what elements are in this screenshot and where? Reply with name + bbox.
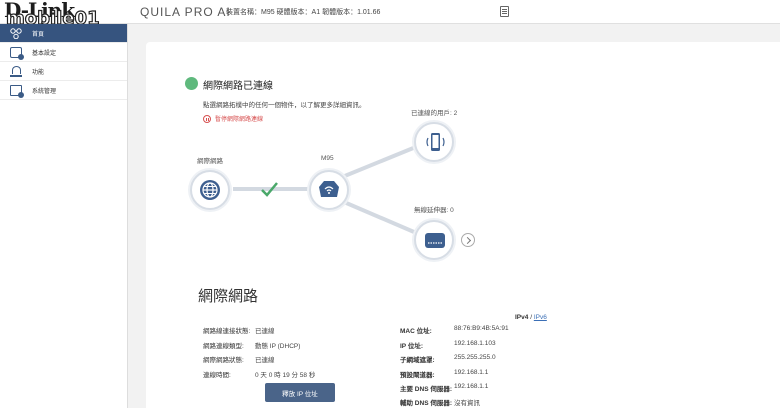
extenders-node-label: 無線延伸器: 0 — [414, 207, 454, 214]
kv-key: 網際網路狀態: — [203, 357, 244, 364]
top-header: D-Link mobile01 QUILA PRO AI 裝置名稱：M95 硬體… — [0, 0, 780, 30]
wireless-extender-node[interactable] — [414, 220, 454, 260]
version-separator: / — [530, 314, 532, 321]
system-management-icon — [10, 84, 24, 98]
sidebar-item-label: 功能 — [32, 69, 45, 76]
sidebar-item-features[interactable]: 功能 — [0, 62, 127, 81]
settings-icon — [10, 46, 24, 60]
status-subtitle: 點選網路拓樸中的任何一個物件，以了解更多詳細資訊。 — [203, 102, 366, 109]
phone-icon — [426, 133, 445, 151]
router-node-label: M95 — [321, 155, 334, 162]
sidebar-item-system-management[interactable]: 系統管理 — [0, 81, 127, 100]
pause-internet-link[interactable]: 暫停網際網路連線 — [203, 114, 263, 123]
extender-icon — [425, 233, 445, 248]
kv-value: 0 天 0 時 19 分 58 秒 — [255, 372, 316, 379]
kv-key: 預設閘道器: — [400, 372, 435, 379]
kv-key: 主要 DNS 伺服器: — [400, 386, 452, 393]
kv-value: 255.255.255.0 — [454, 354, 496, 361]
release-ip-button[interactable]: 釋放 IP 位址 — [265, 383, 335, 402]
router-node[interactable] — [309, 170, 349, 210]
ip-version-switch: IPv4 / IPv6 — [515, 314, 547, 321]
brand-name: QUILA PRO AI — [140, 5, 231, 19]
connected-check-icon — [261, 182, 278, 197]
tab-ipv4[interactable]: IPv4 — [515, 314, 529, 321]
sidebar: 首頁 基本設定 功能 系統管理 — [0, 24, 128, 408]
tab-ipv6[interactable]: IPv6 — [533, 314, 547, 321]
kv-value: 192.168.1.1 — [454, 369, 489, 376]
internet-node[interactable] — [190, 170, 230, 210]
connected-clients-node[interactable] — [414, 122, 454, 162]
kv-key: 輔助 DNS 伺服器: — [400, 400, 452, 407]
sidebar-item-label: 系統管理 — [32, 88, 57, 95]
kv-value: 動態 IP (DHCP) — [255, 343, 301, 350]
kv-key: IP 位址: — [400, 343, 423, 350]
internet-section-title: 網際網路 — [198, 288, 259, 305]
sidebar-item-label: 首頁 — [32, 31, 45, 38]
network-home-icon — [10, 27, 22, 39]
kv-value: 沒有資訊 — [454, 400, 480, 407]
kv-value: 已連線 — [255, 328, 275, 335]
globe-icon — [200, 180, 220, 200]
device-info: 裝置名稱：M95 硬體版本：A1 韌體版本：1.01.66 — [226, 9, 381, 16]
kv-value: 已連線 — [255, 357, 275, 364]
kv-value: 88:76:B9:4B:5A:91 — [454, 325, 509, 332]
next-arrow-button[interactable] — [461, 233, 475, 247]
sidebar-item-home[interactable]: 首頁 — [0, 24, 127, 43]
document-icon[interactable] — [500, 6, 509, 17]
pause-icon — [203, 114, 211, 123]
status-title: 網際網路已連線 — [203, 81, 273, 92]
main-card — [146, 42, 780, 408]
kv-value: 192.168.1.1 — [454, 383, 489, 390]
kv-key: 網路連線類型: — [203, 343, 244, 350]
kv-key: 連線時間: — [203, 372, 231, 379]
dlink-logo: D-Link — [4, 0, 75, 22]
status-indicator — [185, 77, 198, 90]
sidebar-item-basic-settings[interactable]: 基本設定 — [0, 43, 127, 62]
pause-internet-label: 暫停網際網路連線 — [215, 117, 264, 123]
kv-key: MAC 位址: — [400, 328, 432, 335]
router-icon — [319, 181, 339, 197]
sidebar-item-label: 基本設定 — [32, 50, 57, 57]
internet-node-label: 網際網路 — [197, 158, 223, 165]
clients-node-label: 已連線的用戶: 2 — [411, 110, 458, 117]
kv-key: 網路線連接狀態: — [203, 328, 251, 335]
kv-key: 子網域遮罩: — [400, 357, 435, 364]
kv-value: 192.168.1.103 — [454, 340, 496, 347]
wifi-icon — [10, 65, 22, 77]
